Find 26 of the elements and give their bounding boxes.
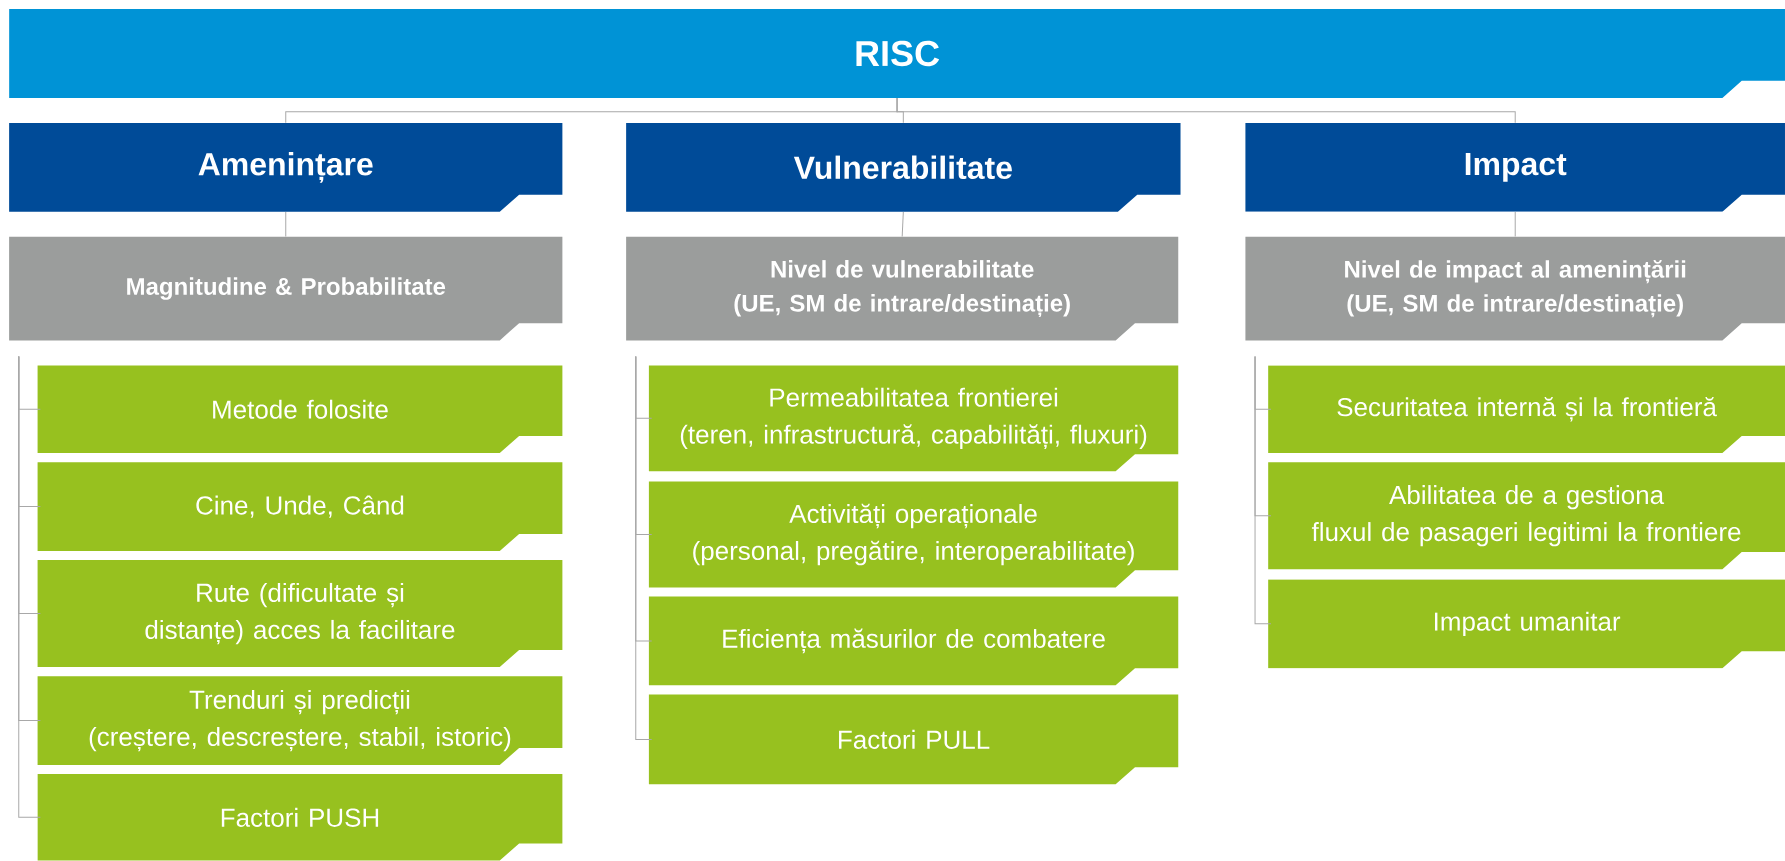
factor-box: Factori PULL (648, 694, 1179, 785)
factor-box: Rute (dificultate și distanțe) acces la facilitare (37, 560, 563, 668)
connector-line (635, 356, 653, 740)
factor-box: Abilitatea de a gestiona fluxul de pasageri legitimi la frontiere (1268, 462, 1785, 570)
criterion-box: Magnitudine & Probabilitate (9, 236, 563, 341)
factor-box: Impact umanitar (1268, 579, 1785, 669)
factor-box: Activități operaționale (personal, pregătire, interoperabilitate) (648, 481, 1179, 588)
factor-box: Factori PUSH (37, 774, 563, 861)
factor-box: Trenduri și predicții (creștere, descreștere, stabil, istoric) (37, 676, 563, 765)
category-header: Impact (1245, 122, 1785, 212)
connector-line (1514, 211, 1516, 238)
criterion-box: Nivel de impact al amenințării (UE, SM de intrare/destinație) (1245, 236, 1785, 341)
connector-line (1254, 356, 1272, 625)
category-header: Vulnerabilitate (626, 122, 1181, 212)
connector-line (896, 97, 1516, 124)
connector-line (285, 211, 287, 238)
factor-box: Metode folosite (37, 365, 563, 454)
factor-box: Cine, Unde, Când (37, 462, 563, 551)
factor-box: Eficiența măsurilor de combatere (648, 596, 1179, 686)
factor-box: Permeabilitatea frontierei (teren, infrastructură, capabilități, fluxuri) (648, 365, 1179, 472)
connector-line (901, 211, 904, 238)
category-header: Amenințare (9, 122, 563, 212)
connector-line (18, 356, 41, 818)
factor-box: Securitatea internă și la frontieră (1268, 365, 1785, 454)
criterion-box: Nivel de vulnerabilitate (UE, SM de intrare/destinație) (626, 236, 1179, 341)
risk-banner: RISC (9, 9, 1785, 98)
